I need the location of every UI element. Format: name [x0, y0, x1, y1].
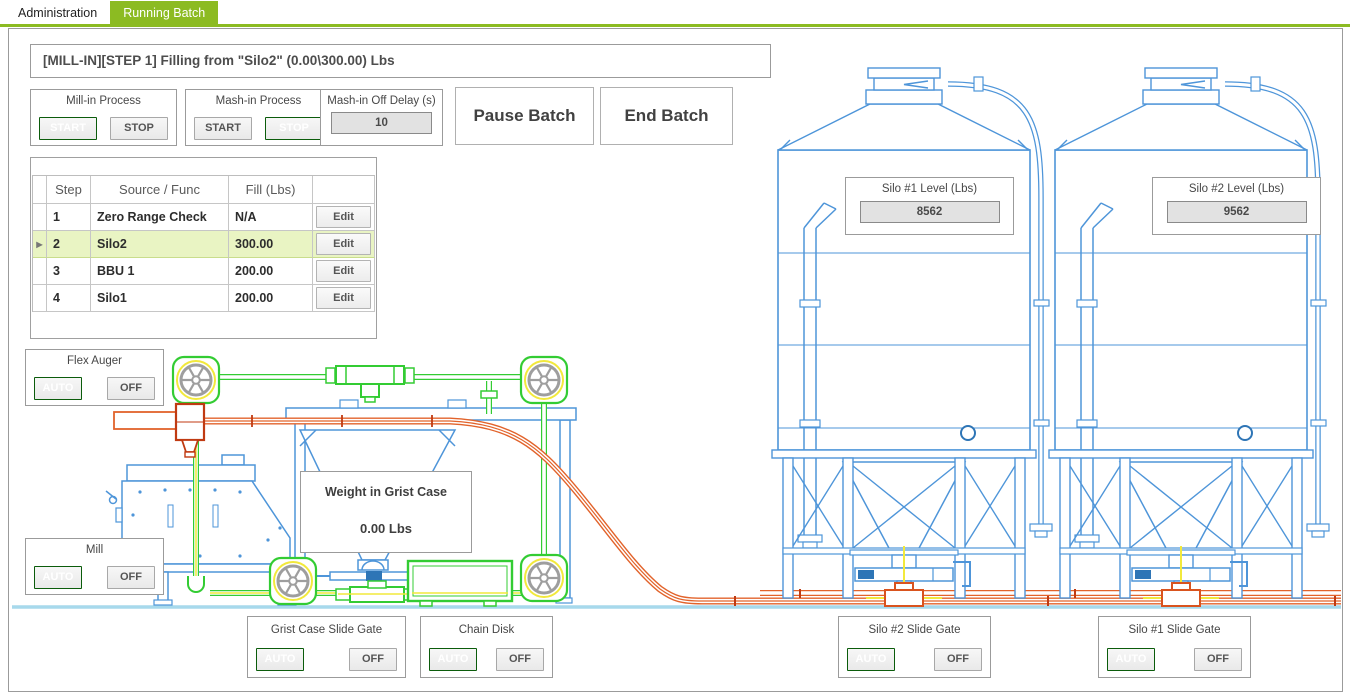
mash-in-off-delay-value[interactable]: 10	[331, 112, 432, 134]
grist-case-slide-gate-title: Grist Case Slide Gate	[248, 624, 405, 636]
cell-fill: 200.00	[229, 285, 313, 312]
table-row[interactable]: 1 Zero Range Check N/A Edit	[33, 204, 375, 231]
mash-in-start-button[interactable]: START	[194, 117, 252, 140]
mash-in-off-delay-group: Mash-in Off Delay (s) 10	[320, 89, 443, 146]
silo-2-graphic	[1049, 68, 1329, 606]
conveyor-wheel-top-left	[173, 357, 219, 403]
silo1-slide-gate-title: Silo #1 Slide Gate	[1099, 624, 1250, 636]
conveyor-wheel-bottom-left	[270, 558, 316, 604]
silo2-slide-gate-off-button[interactable]: OFF	[934, 648, 982, 671]
grist-case-weight-value: 0.00 Lbs	[301, 521, 471, 536]
table-header-row: Step Source / Func Fill (Lbs)	[33, 176, 375, 204]
table-row[interactable]: 3 BBU 1 200.00 Edit	[33, 258, 375, 285]
silo2-slide-gate-auto-button[interactable]: AUTO	[847, 648, 895, 671]
mash-in-process-title: Mash-in Process	[186, 95, 331, 107]
chain-disk-panel: Chain Disk AUTO OFF	[420, 616, 553, 678]
cell-fill: N/A	[229, 204, 313, 231]
edit-step-4-button[interactable]: Edit	[316, 287, 371, 309]
tab-running-batch[interactable]: Running Batch	[110, 1, 218, 24]
grist-case-slide-gate-auto-button[interactable]: AUTO	[256, 648, 304, 671]
edit-step-1-button[interactable]: Edit	[316, 206, 371, 228]
chain-disk-auto-button[interactable]: AUTO	[429, 648, 477, 671]
col-header-source: Source / Func	[91, 176, 229, 204]
silo1-level-title: Silo #1 Level (Lbs)	[846, 183, 1013, 195]
cell-step: 2	[47, 231, 91, 258]
silo2-level-title: Silo #2 Level (Lbs)	[1153, 183, 1320, 195]
cell-fill: 200.00	[229, 258, 313, 285]
flex-auger-panel: Flex Auger AUTO OFF	[25, 349, 164, 406]
mash-in-off-delay-title: Mash-in Off Delay (s)	[321, 95, 442, 107]
end-batch-button[interactable]: End Batch	[600, 87, 733, 145]
cell-step: 1	[47, 204, 91, 231]
mill-panel: Mill AUTO OFF	[25, 538, 164, 595]
grist-case-slide-gate-off-button[interactable]: OFF	[349, 648, 397, 671]
col-header-fill: Fill (Lbs)	[229, 176, 313, 204]
mash-in-process-group: Mash-in Process START STOP	[185, 89, 332, 146]
chain-disk-title: Chain Disk	[421, 624, 552, 636]
table-row[interactable]: 4 Silo1 200.00 Edit	[33, 285, 375, 312]
cell-source: Zero Range Check	[91, 204, 229, 231]
mill-in-stop-button[interactable]: STOP	[110, 117, 168, 140]
pause-batch-button[interactable]: Pause Batch	[455, 87, 594, 145]
grist-case-weight-indicator: Weight in Grist Case 0.00 Lbs	[300, 471, 472, 553]
cell-fill: 300.00	[229, 231, 313, 258]
silo1-slide-gate-auto-button[interactable]: AUTO	[1107, 648, 1155, 671]
cell-step: 4	[47, 285, 91, 312]
cell-source: Silo2	[91, 231, 229, 258]
flex-auger-off-button[interactable]: OFF	[107, 377, 155, 400]
mill-auto-button[interactable]: AUTO	[34, 566, 82, 589]
mill-in-process-group: Mill-in Process START STOP	[30, 89, 177, 146]
silo2-slide-gate-title: Silo #2 Slide Gate	[839, 624, 990, 636]
flex-auger-auto-button[interactable]: AUTO	[34, 377, 82, 400]
selected-row-marker-icon: ▶	[33, 231, 47, 258]
silo-1-graphic	[772, 68, 1052, 606]
cell-source: Silo1	[91, 285, 229, 312]
tab-bar: Administration Running Batch	[0, 0, 1350, 27]
mash-in-stop-button[interactable]: STOP	[265, 117, 323, 140]
tab-administration[interactable]: Administration	[5, 1, 110, 24]
silo1-slide-gate-off-button[interactable]: OFF	[1194, 648, 1242, 671]
flex-auger-title: Flex Auger	[26, 355, 163, 367]
mill-off-button[interactable]: OFF	[107, 566, 155, 589]
cell-source: BBU 1	[91, 258, 229, 285]
grist-case-weight-title: Weight in Grist Case	[301, 485, 471, 499]
batch-status-message: [MILL-IN][STEP 1] Filling from "Silo2" (…	[30, 44, 771, 78]
silo2-level-value: 9562	[1167, 201, 1307, 223]
conveyor-wheel-top-right	[521, 357, 567, 403]
main-panel: [MILL-IN][STEP 1] Filling from "Silo2" (…	[8, 28, 1343, 692]
table-row-selected[interactable]: ▶ 2 Silo2 300.00 Edit	[33, 231, 375, 258]
chain-disk-off-button[interactable]: OFF	[496, 648, 544, 671]
col-header-step: Step	[47, 176, 91, 204]
edit-step-3-button[interactable]: Edit	[316, 260, 371, 282]
silo2-slide-gate-panel: Silo #2 Slide Gate AUTO OFF	[838, 616, 991, 678]
conveyor-wheel-bottom-right	[521, 555, 567, 601]
batch-steps-table: Step Source / Func Fill (Lbs) 1 Zero Ran…	[30, 157, 377, 339]
mill-title: Mill	[26, 544, 163, 556]
silo1-level-value: 8562	[860, 201, 1000, 223]
mill-in-start-button[interactable]: START	[39, 117, 97, 140]
silo1-slide-gate-panel: Silo #1 Slide Gate AUTO OFF	[1098, 616, 1251, 678]
silo2-level-indicator: Silo #2 Level (Lbs) 9562	[1152, 177, 1321, 235]
mill-in-process-title: Mill-in Process	[31, 95, 176, 107]
silo1-level-indicator: Silo #1 Level (Lbs) 8562	[845, 177, 1014, 235]
edit-step-2-button[interactable]: Edit	[316, 233, 371, 255]
grist-case-slide-gate-panel: Grist Case Slide Gate AUTO OFF	[247, 616, 406, 678]
cell-step: 3	[47, 258, 91, 285]
